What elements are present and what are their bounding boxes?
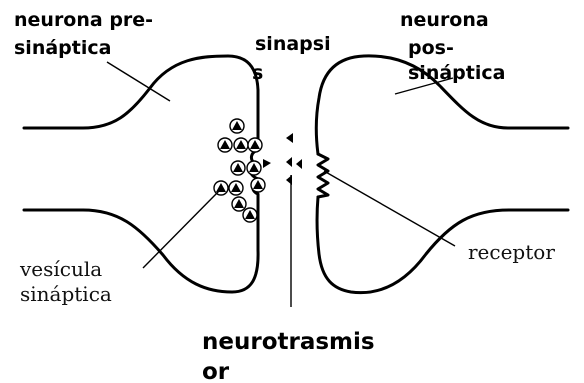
synaptic-vesicle: [232, 197, 246, 211]
synaptic-vesicle: [248, 138, 262, 152]
synaptic-vesicle: [251, 178, 265, 192]
presynaptic-label-line1: neurona pre-: [14, 9, 153, 31]
neurotransmitter-molecule: [263, 159, 271, 168]
synaptic-vesicle: [230, 119, 244, 133]
presynaptic-pointer-line: [107, 62, 170, 101]
neurotransmitter-molecule: [296, 159, 302, 169]
synaptic-vesicle: [243, 208, 257, 222]
presynaptic-label-line2: sináptica: [14, 37, 111, 59]
neurotransmitter-label-line1: neurotrasmis: [202, 329, 375, 355]
neurotransmitter-molecule: [286, 133, 293, 143]
vesicle-pointer-line: [143, 191, 219, 268]
vesicle-label-line2: sináptica: [20, 282, 112, 306]
neurotransmitter-molecules: [263, 133, 302, 185]
labels: neurona pre- sináptica sinapsi s neurona…: [14, 9, 555, 383]
postsynaptic-label-line1: neurona: [400, 9, 489, 31]
synaptic-vesicle: [214, 181, 228, 195]
synaptic-vesicle: [231, 161, 245, 175]
synaptic-vesicle: [234, 138, 248, 152]
synaptic-vesicle: [247, 161, 261, 175]
postsynaptic-label-line3: sináptica: [408, 62, 505, 84]
synaptic-vesicle: [218, 138, 232, 152]
postsynaptic-label-line2: pos-: [408, 37, 454, 59]
receptor-pointer-line: [324, 171, 455, 246]
pointer-lines: [107, 62, 455, 307]
synapse-label-line1: sinapsi: [255, 33, 331, 55]
neurotransmitter-molecule: [286, 157, 292, 167]
receptor-label: receptor: [468, 240, 555, 264]
neurotransmitter-label-line2: or: [202, 359, 230, 383]
synapse-label-line2: s: [252, 62, 263, 84]
synaptic-vesicle: [229, 181, 243, 195]
vesicle-label-line1: vesícula: [19, 257, 102, 281]
